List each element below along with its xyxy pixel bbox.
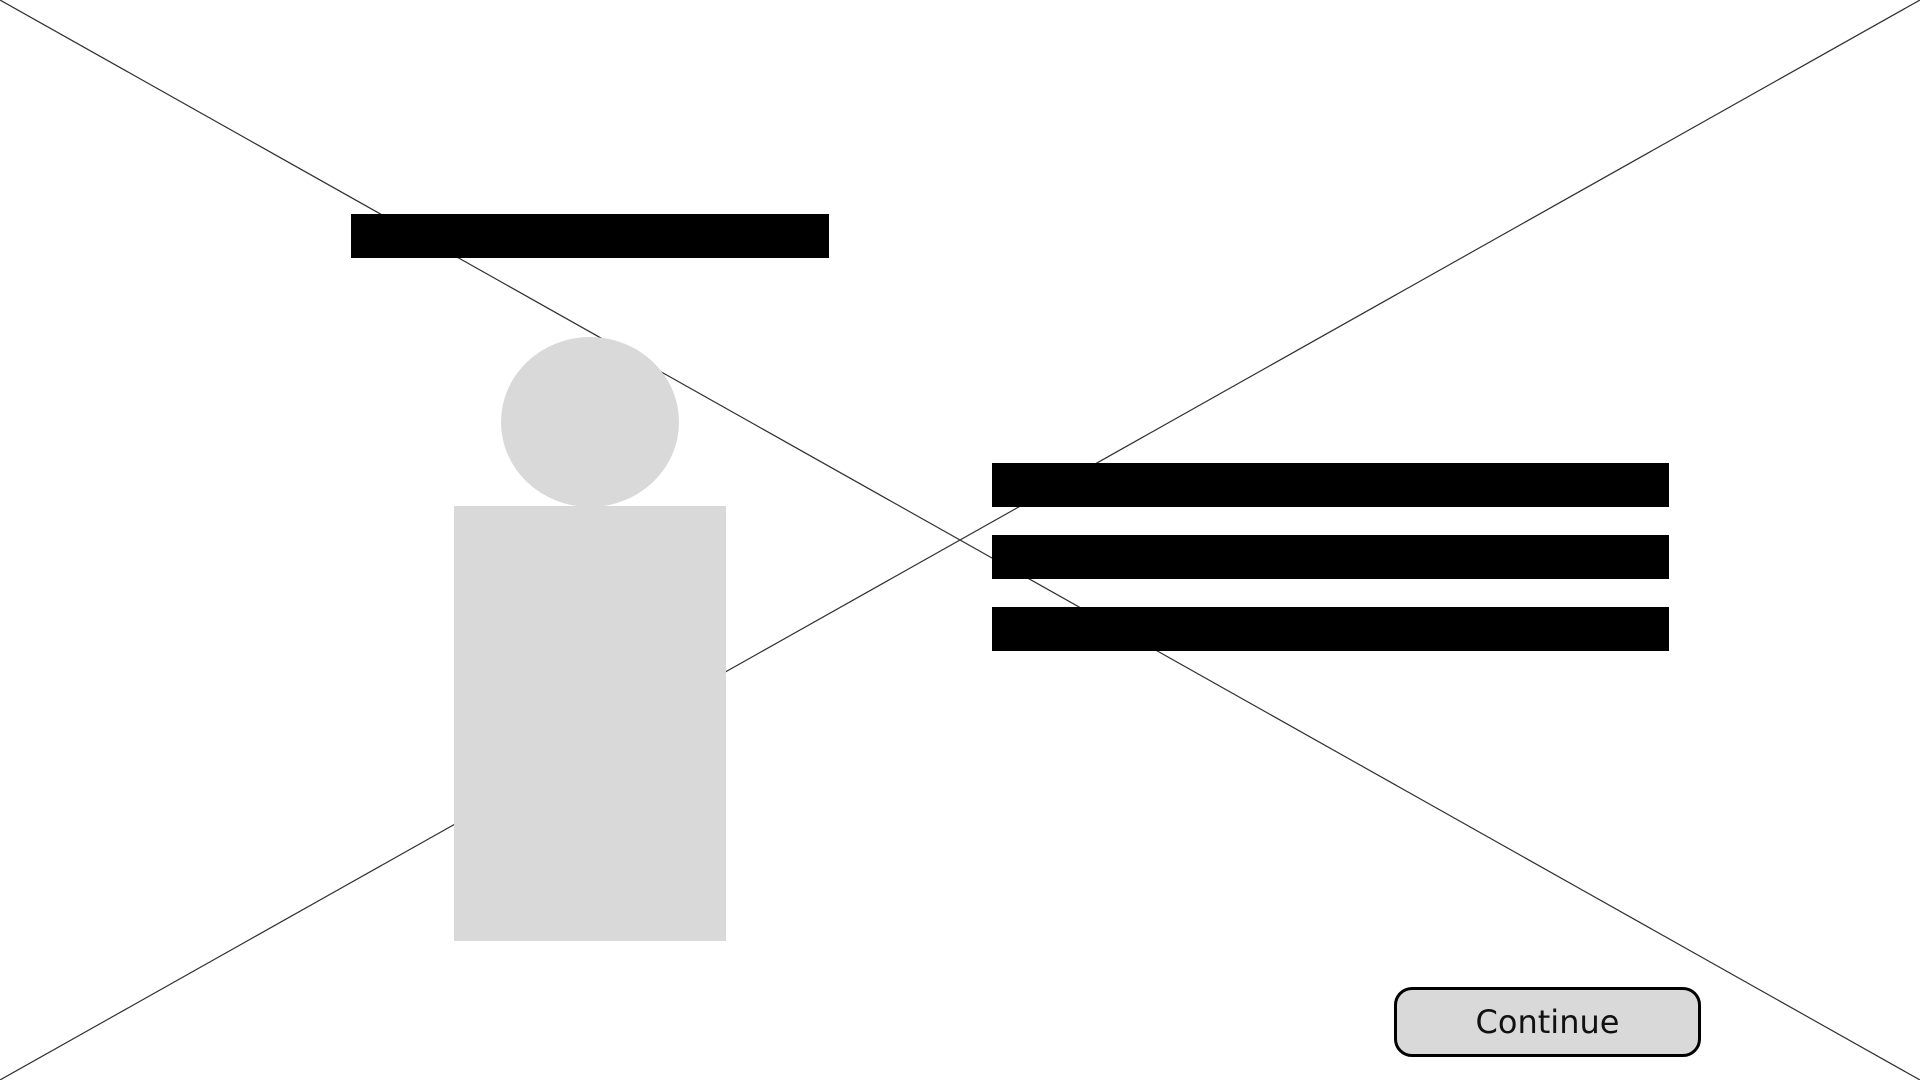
title-placeholder-bar [351, 214, 829, 258]
continue-button[interactable]: Continue [1394, 987, 1701, 1057]
avatar-head-placeholder [501, 337, 679, 507]
text-line-placeholder-2 [992, 535, 1669, 579]
avatar-body-placeholder [454, 506, 726, 941]
text-line-placeholder-1 [992, 463, 1669, 507]
text-line-placeholder-3 [992, 607, 1669, 651]
